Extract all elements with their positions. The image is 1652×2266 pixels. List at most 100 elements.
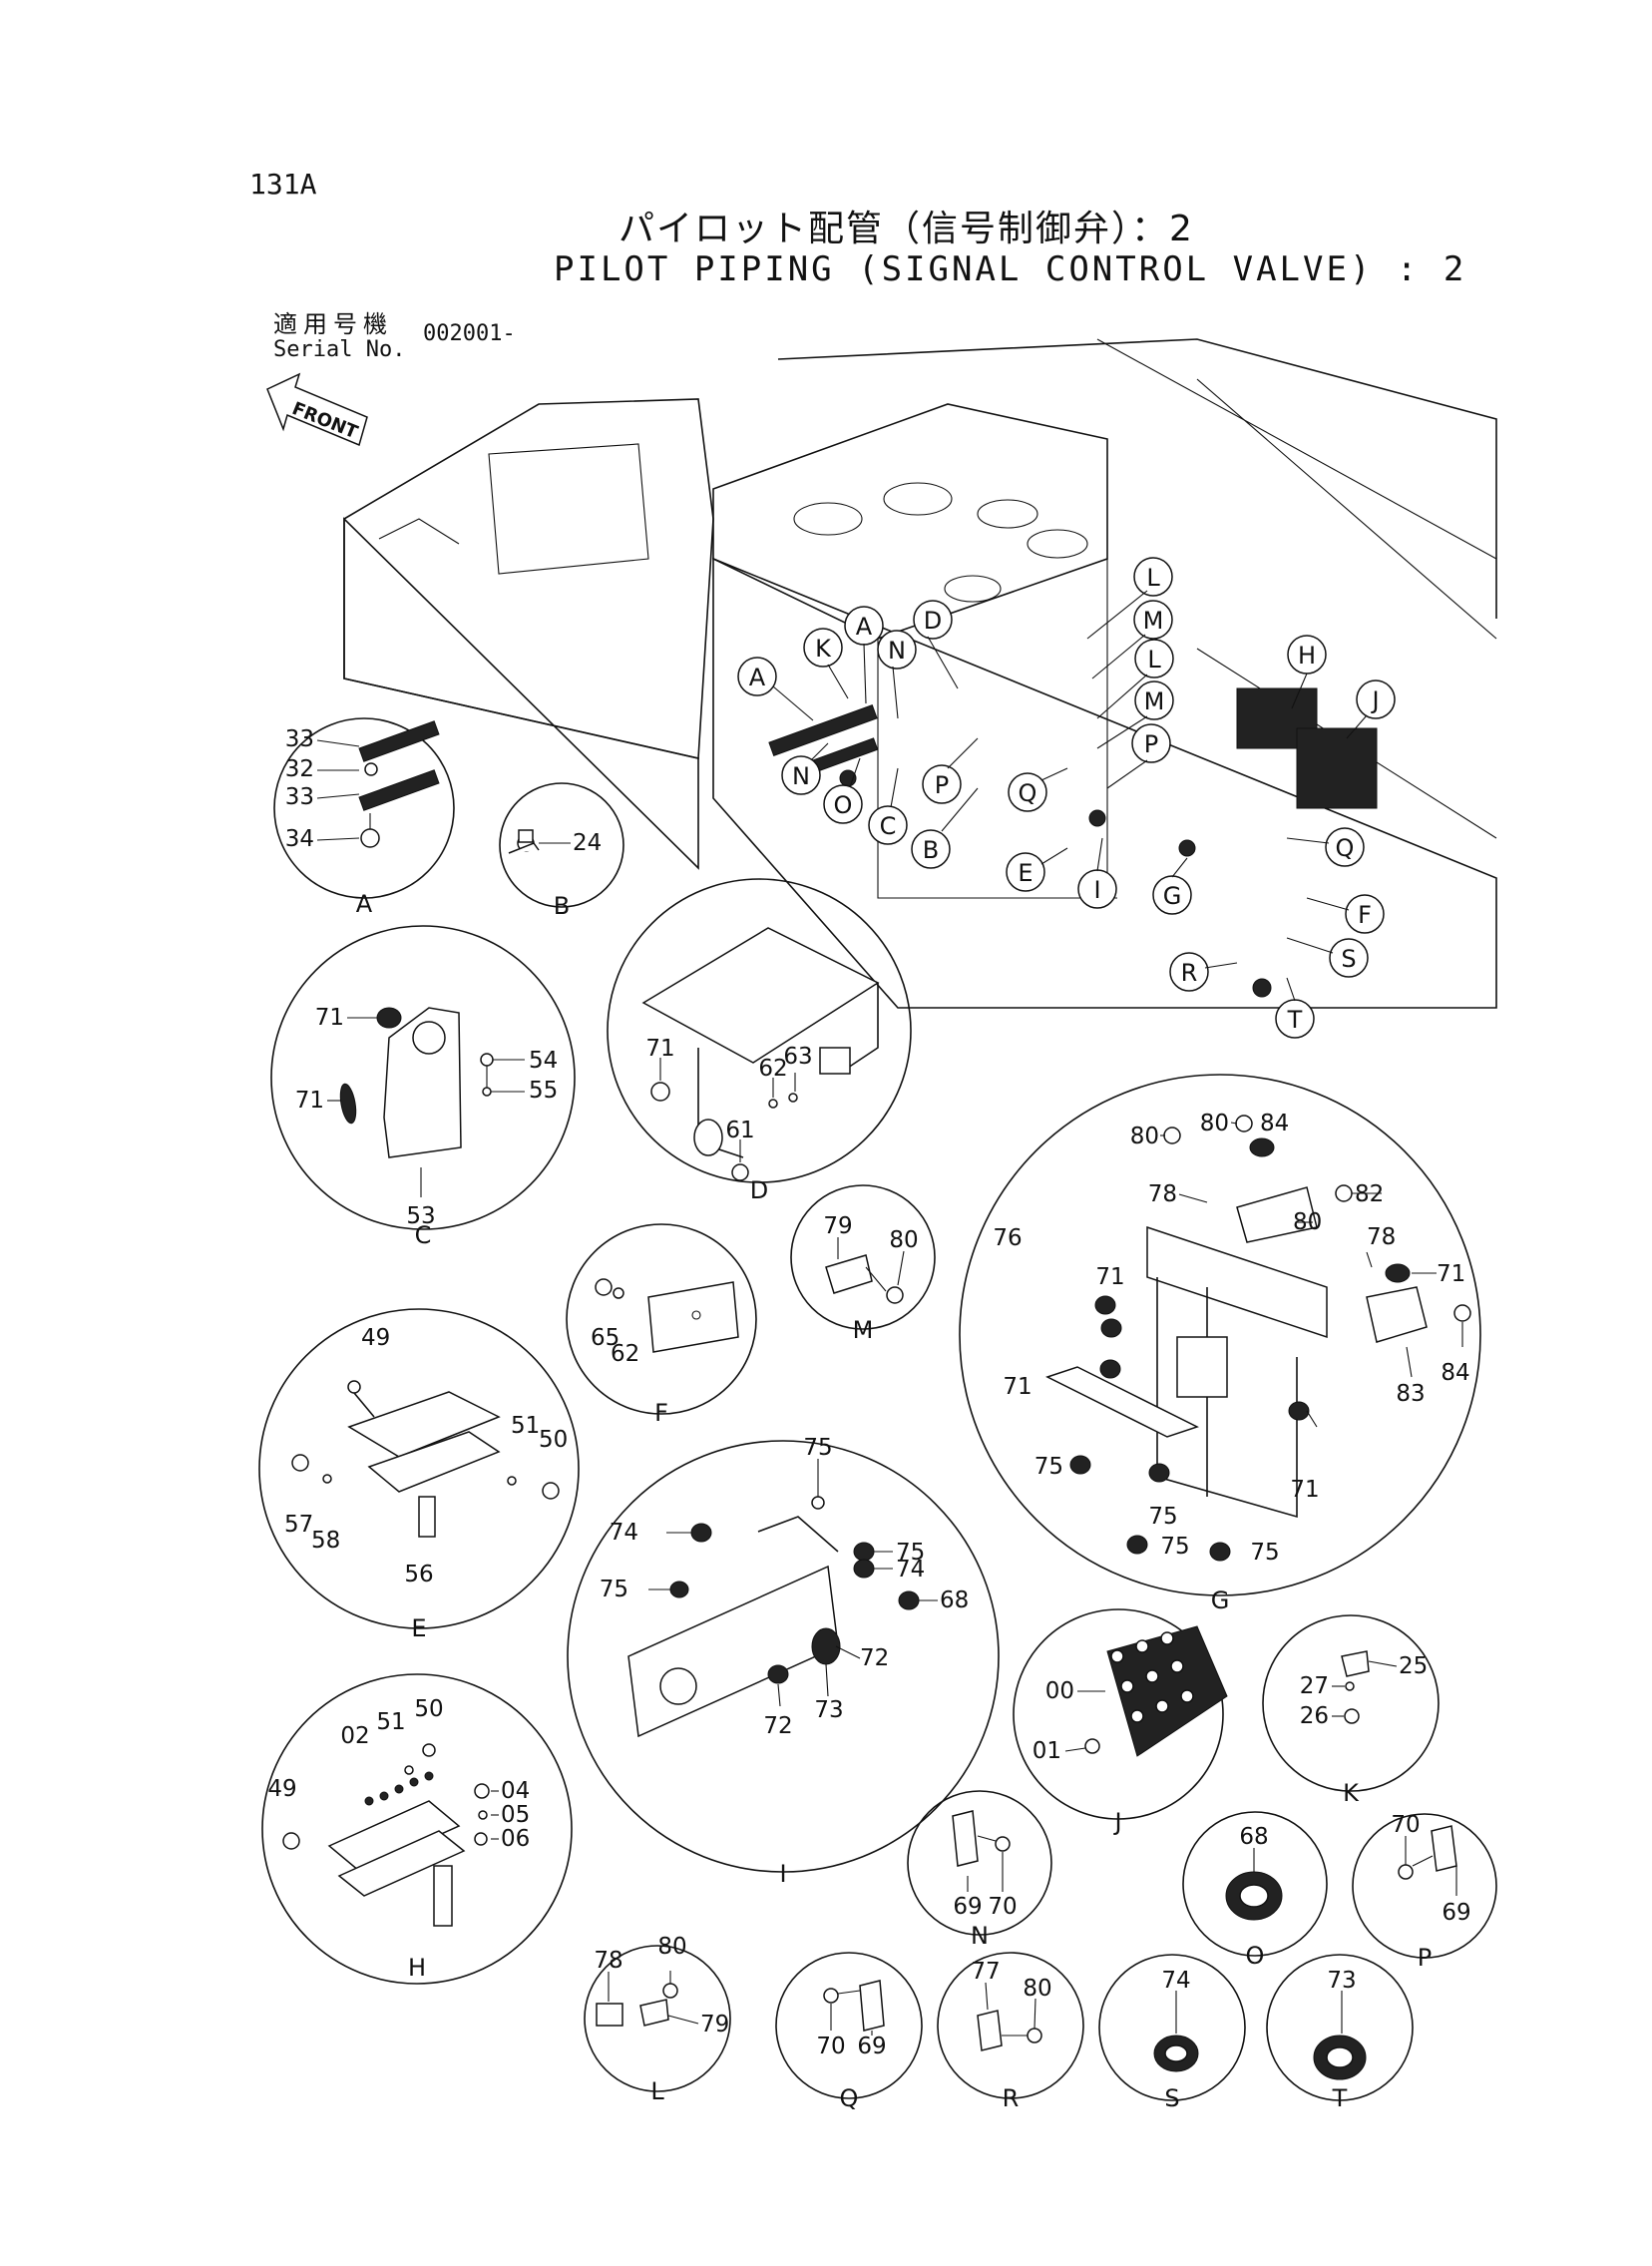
serial-label-japanese: 適用号機	[273, 310, 393, 338]
detail-p: 70 69 P	[1352, 1812, 1497, 1972]
svg-text:69: 69	[953, 1894, 982, 1920]
svg-text:Q: Q	[1336, 834, 1355, 862]
page-number: 131A	[249, 168, 317, 201]
callout-f: F	[1345, 894, 1385, 934]
svg-text:80: 80	[1130, 1124, 1159, 1149]
title-japanese: パイロット配管（信号制御弁）：2	[619, 209, 1194, 249]
svg-text:P: P	[1418, 1944, 1432, 1972]
svg-text:04: 04	[501, 1778, 530, 1804]
callout-t: T	[1275, 999, 1315, 1039]
svg-text:57: 57	[284, 1512, 313, 1538]
svg-text:65: 65	[591, 1325, 620, 1351]
detail-j: 00 01 J	[1013, 1608, 1228, 1836]
callout-l-upper: L	[1133, 557, 1173, 597]
callout-p-upper: P	[1131, 723, 1171, 763]
svg-text:01: 01	[1032, 1738, 1061, 1764]
callout-k: K	[803, 628, 843, 668]
serial-label: Serial No.	[273, 337, 406, 362]
svg-text:F: F	[1358, 901, 1372, 929]
svg-text:C: C	[880, 812, 897, 840]
svg-text:79: 79	[823, 1213, 852, 1239]
svg-text:78: 78	[1367, 1224, 1396, 1250]
callout-q-left: Q	[1008, 772, 1047, 812]
svg-text:J: J	[1112, 1808, 1121, 1836]
svg-text:75: 75	[803, 1435, 832, 1461]
svg-text:33: 33	[285, 784, 314, 810]
svg-text:32: 32	[285, 756, 314, 782]
svg-text:70: 70	[1391, 1812, 1420, 1838]
svg-text:A: A	[749, 664, 766, 691]
detail-r: 77 80 R	[937, 1952, 1084, 2112]
callout-e: E	[1006, 852, 1045, 892]
svg-text:76: 76	[993, 1225, 1022, 1251]
svg-text:25: 25	[1399, 1653, 1428, 1679]
svg-text:S: S	[1164, 2084, 1179, 2112]
svg-text:26: 26	[1300, 1703, 1329, 1729]
svg-text:O: O	[834, 791, 853, 819]
svg-text:51: 51	[511, 1413, 540, 1439]
svg-text:Q: Q	[840, 2084, 859, 2112]
callout-o: O	[823, 784, 863, 824]
svg-text:E: E	[411, 1614, 426, 1642]
svg-text:33: 33	[285, 726, 314, 752]
svg-text:49: 49	[267, 1776, 296, 1802]
front-arrow-icon: FRONT	[266, 372, 368, 447]
svg-text:74: 74	[1161, 1968, 1190, 1994]
detail-i: 75 74 75 74 75 68 72 72 73 I	[567, 1435, 1000, 1888]
svg-text:H: H	[1298, 642, 1316, 670]
svg-text:L: L	[1147, 646, 1161, 674]
svg-text:T: T	[1332, 2084, 1348, 2112]
svg-text:63: 63	[783, 1044, 812, 1070]
callout-q-right: Q	[1325, 827, 1365, 867]
detail-d: 71 61 62 63 D	[607, 878, 912, 1204]
svg-text:62: 62	[611, 1341, 639, 1367]
detail-b: 24 B	[499, 782, 624, 920]
callout-n-lower: N	[781, 755, 821, 795]
svg-text:24: 24	[573, 830, 602, 856]
callout-i: I	[1077, 869, 1117, 909]
svg-text:80: 80	[889, 1227, 918, 1253]
svg-text:55: 55	[529, 1078, 558, 1104]
svg-text:75: 75	[600, 1577, 628, 1602]
svg-text:F: F	[654, 1399, 668, 1427]
svg-text:B: B	[554, 892, 570, 920]
callout-d: D	[913, 600, 953, 640]
detail-k: 25 27 26 K	[1262, 1614, 1440, 1807]
svg-text:N: N	[792, 762, 810, 790]
svg-text:73: 73	[814, 1697, 843, 1723]
svg-text:L: L	[1146, 564, 1160, 592]
svg-text:75: 75	[1160, 1534, 1189, 1560]
callout-j: J	[1356, 680, 1396, 719]
detail-c: 71 71 54 55 53 C	[270, 925, 576, 1249]
svg-text:N: N	[888, 637, 906, 665]
svg-text:75: 75	[1148, 1504, 1177, 1530]
callout-b: B	[911, 829, 951, 869]
svg-text:75: 75	[896, 1540, 925, 1566]
svg-text:71: 71	[1290, 1477, 1319, 1503]
svg-text:A: A	[356, 890, 373, 918]
detail-g: 80 84 80 78 82 80 76 78 71 71 71 83 84 7…	[959, 1074, 1481, 1614]
detail-t: 73 T	[1266, 1954, 1414, 2112]
svg-text:34: 34	[285, 826, 314, 852]
svg-text:71: 71	[295, 1088, 324, 1114]
callout-a-left: A	[737, 657, 777, 696]
svg-text:51: 51	[376, 1709, 405, 1735]
svg-text:27: 27	[1300, 1673, 1329, 1699]
detail-e: 49 51 50 57 58 56 E	[258, 1308, 580, 1642]
svg-text:S: S	[1341, 945, 1356, 973]
svg-text:T: T	[1287, 1006, 1303, 1034]
callout-c: C	[868, 805, 908, 845]
svg-text:54: 54	[529, 1048, 558, 1074]
svg-text:77: 77	[971, 1959, 1000, 1985]
svg-text:P: P	[1144, 730, 1158, 758]
svg-text:R: R	[1181, 959, 1198, 987]
main-view-callouts: L M D K A N L M H J A P N P Q O C B Q E …	[737, 557, 1396, 1039]
callout-n: N	[877, 630, 917, 670]
svg-text:A: A	[856, 613, 873, 641]
detail-a: 33 32 33 34 A	[273, 717, 455, 918]
svg-text:69: 69	[857, 2034, 886, 2059]
svg-text:O: O	[1246, 1942, 1265, 1970]
main-frame-illustration	[343, 338, 1497, 1009]
detail-o: 68 O	[1182, 1811, 1328, 1970]
svg-text:J: J	[1370, 686, 1379, 714]
